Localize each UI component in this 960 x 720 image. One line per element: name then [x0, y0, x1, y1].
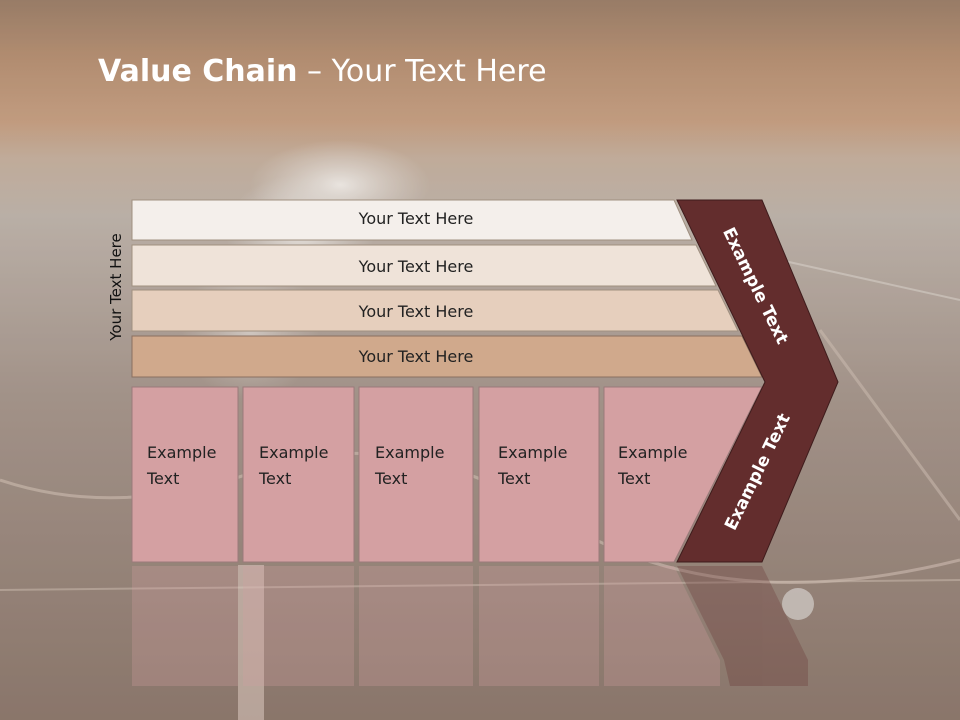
- support-row-4: Your Text Here: [131, 335, 763, 378]
- primary-box-2: Example Text: [242, 386, 355, 563]
- primary-box-1-line1: Example: [147, 443, 216, 462]
- support-row-1-label: Your Text Here: [358, 209, 474, 228]
- primary-box-5: Example Text: [603, 386, 763, 563]
- title-rest: – Your Text Here: [297, 54, 547, 89]
- primary-box-5-line1: Example: [618, 443, 687, 462]
- primary-box-3-line1: Example: [375, 443, 444, 462]
- slide-title: Value Chain – Your Text Here: [98, 54, 547, 89]
- primary-box-2-line1: Example: [259, 443, 328, 462]
- support-row-3: Your Text Here: [131, 289, 739, 332]
- primary-box-3-line2: Text: [374, 469, 407, 488]
- primary-box-5-line2: Text: [617, 469, 650, 488]
- primary-box-1-line2: Text: [146, 469, 179, 488]
- support-row-1: Your Text Here: [131, 199, 693, 241]
- primary-box-1: Example Text: [131, 386, 239, 563]
- support-row-4-label: Your Text Here: [358, 347, 474, 366]
- primary-box-4-line1: Example: [498, 443, 567, 462]
- title-bold: Value Chain: [98, 54, 298, 89]
- primary-box-3: Example Text: [358, 386, 474, 563]
- primary-box-4-line2: Text: [497, 469, 530, 488]
- diagram-reflection: [132, 566, 808, 686]
- primary-box-2-line2: Text: [258, 469, 291, 488]
- support-row-2-label: Your Text Here: [358, 257, 474, 276]
- support-row-2: Your Text Here: [131, 244, 717, 287]
- primary-box-4: Example Text: [478, 386, 600, 563]
- support-row-3-label: Your Text Here: [358, 302, 474, 321]
